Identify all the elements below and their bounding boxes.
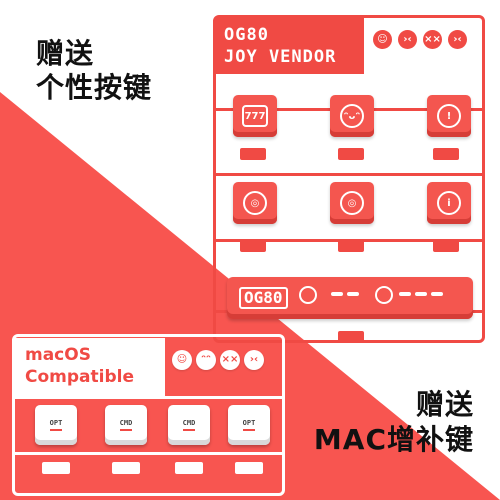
token-icon: ◎ [340,191,364,215]
cmd-key-label: CMD [119,419,133,431]
opt-keycap: OPT [228,405,270,445]
joystick-icon [375,286,393,304]
slot-777-icon: 777 [242,105,268,127]
cmd-key-label: CMD [182,419,196,431]
red-sprue-rail [216,173,482,176]
heading-top-left-line2: 个性按键 [36,71,153,104]
button-icon [431,292,443,296]
white-sprue-title-line1: macOS [25,345,91,365]
joystick-keycap: ! [427,95,471,137]
happy-face-icon: ᵔᵔ [196,350,216,370]
white-sprue-tag [112,462,140,474]
token-keycap: ◎ [330,182,374,224]
info-icon: i [437,191,461,215]
white-sprue-tag [175,462,203,474]
opt-key-label: OPT [49,419,63,431]
coin-keycap: ◎ [233,182,277,224]
button-icon [331,292,343,296]
x-eyes-face-icon: ×× [423,30,442,49]
cmd-keycap: CMD [105,405,147,445]
squint-face-icon: ›‹ [448,30,467,49]
og80-logo: OG80 [239,287,288,309]
white-sprue-face-row: ☺ ᵔᵔ ×× ›‹ [172,350,264,370]
cmd-keycap: CMD [168,405,210,445]
red-sprue-tag [338,240,364,252]
heading-top-left-line1: 赠送 [36,37,95,70]
white-sprue-rail [15,396,282,399]
white-sprue-tag [42,462,70,474]
x-eyes-face-icon: ×× [220,350,240,370]
red-sprue-title-line1: OG80 [224,25,269,45]
joystick-icon [299,286,317,304]
red-sprue-tag [433,240,459,252]
button-icon [399,292,411,296]
heading-bottom-right-line2: MAC增补键 [313,423,474,456]
button-icon [415,292,427,296]
wink-face-icon: ›‹ [398,30,417,49]
button-icon [347,292,359,296]
white-sprue-frame [12,334,285,496]
red-sprue-title-line2: JOY VENDOR [224,47,337,67]
slot-777-keycap: 777 [233,95,277,137]
og80-spacebar-keycap: OG80 [227,277,473,319]
heading-bottom-right-line1: 赠送 [415,388,474,421]
joystick-icon: ! [437,104,461,128]
white-sprue-tag [235,462,263,474]
red-sprue-tag [338,148,364,160]
coin-icon: ◎ [243,191,267,215]
opt-key-label: OPT [242,419,256,431]
red-sprue-tag [433,148,459,160]
smiley-face-icon: ☺ [172,350,192,370]
red-sprue-tag [338,331,364,343]
white-sprue-rail [15,452,282,455]
white-sprue-title-plate: macOS Compatible [15,338,165,396]
smiley-face-icon: ☺ [373,30,392,49]
opt-keycap: OPT [35,405,77,445]
white-sprue-title-line2: Compatible [25,367,134,387]
smiley-face-icon: ᵔᴗᵔ [340,104,364,128]
red-sprue-face-row: ☺ ›‹ ×× ›‹ [373,30,467,49]
red-sprue-tag [240,240,266,252]
smiley-keycap: ᵔᴗᵔ [330,95,374,137]
squint-face-icon: ›‹ [244,350,264,370]
red-sprue-tag [240,148,266,160]
info-keycap: i [427,182,471,224]
red-sprue-title-plate: OG80 JOY VENDOR [216,18,364,74]
